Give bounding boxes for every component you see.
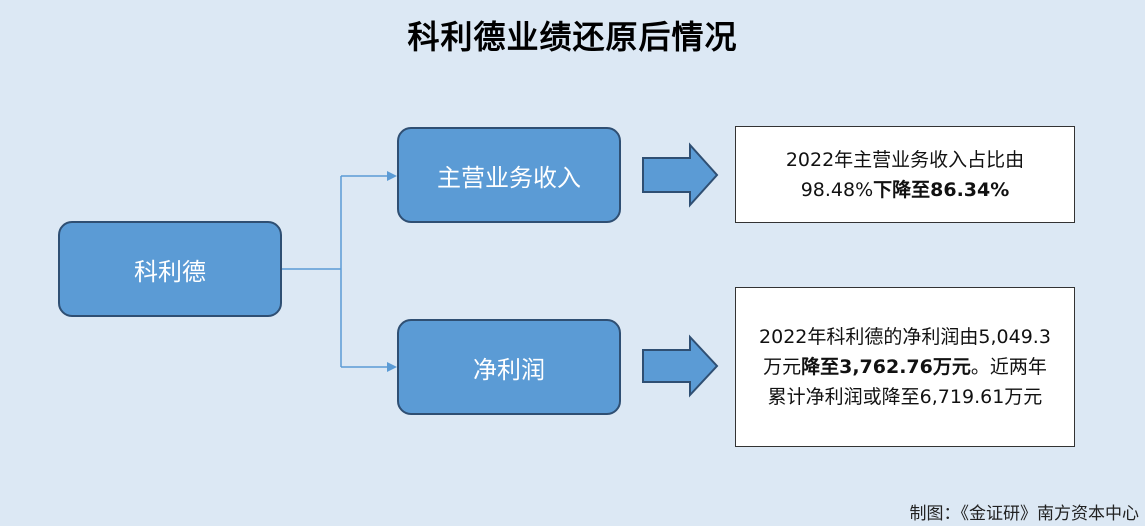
info-profit-line2: 万元降至3,762.76万元。近两年 [759,352,1051,382]
info-profit-line2-suffix: 。近两年 [970,356,1047,378]
page-title: 科利德业绩还原后情况 [407,18,738,56]
info-revenue-line1: 2022年主营业务收入占比由 [785,148,1025,171]
info-revenue-line2: 98.48%下降至86.34% [786,175,1024,205]
node-root-company: 科利德 [58,221,282,317]
info-box-profit: 2022年科利德的净利润由5,049.3 万元降至3,762.76万元。近两年 … [735,287,1075,447]
node-main-revenue: 主营业务收入 [397,127,621,223]
block-arrow-profit-icon [642,334,719,398]
info-profit-line1: 2022年科利德的净利润由5,049.3 [759,326,1051,348]
credit-text: 制图：《金证研》南方资本中心 [909,504,1140,524]
info-profit-line2-bold: 降至3,762.76万元 [801,356,971,378]
node-net-profit: 净利润 [397,319,621,415]
info-profit-line3: 累计净利润或降至6,719.61万元 [767,386,1043,408]
info-box-revenue: 2022年主营业务收入占比由 98.48%下降至86.34% [735,126,1075,223]
block-arrow-revenue-icon [642,142,719,208]
info-revenue-line2-bold: 下降至86.34% [873,178,1010,201]
info-revenue-line2-prefix: 98.48% [800,178,874,201]
info-profit-line2-prefix: 万元 [763,356,802,378]
